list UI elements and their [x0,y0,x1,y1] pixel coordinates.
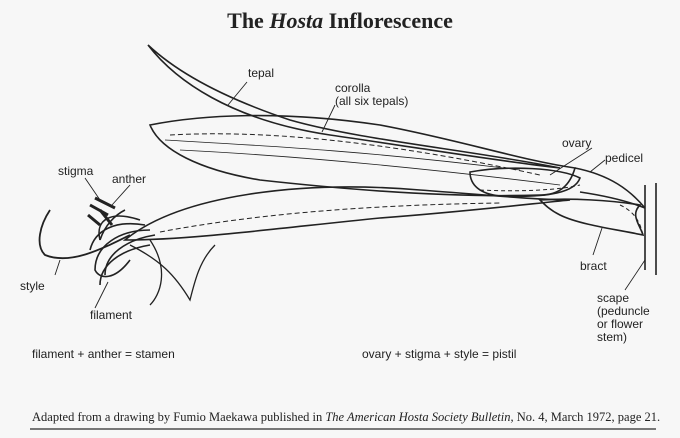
pistil-equation: ovary + stigma + style = pistil [362,347,517,361]
label-ovary: ovary [562,136,592,150]
label-anther: anther [112,172,147,186]
bract-shape [538,198,645,237]
label-corolla-note: (all six tepals) [335,94,409,108]
stamens [89,209,156,286]
diagram-title: The Hosta Inflorescence [227,8,453,33]
credit-line: Adapted from a drawing by Fumio Maekawa … [32,410,661,424]
divider [30,428,656,430]
label-corolla: corolla [335,81,371,95]
label-style: style [20,279,45,293]
ovary-shape [469,167,581,198]
label-bract: bract [580,259,607,273]
label-pedicel: pedicel [605,151,644,165]
scape-shape [644,183,657,275]
label-stigma: stigma [58,164,94,178]
stamen-equation: filament + anther = stamen [32,347,175,361]
anthers [87,196,116,227]
style-shape [38,209,131,260]
corolla-shape [148,114,577,197]
label-tepal: tepal [248,66,275,80]
label-filament: filament [90,308,133,322]
label-scape: scape (peduncle or flower stem) [597,291,650,344]
